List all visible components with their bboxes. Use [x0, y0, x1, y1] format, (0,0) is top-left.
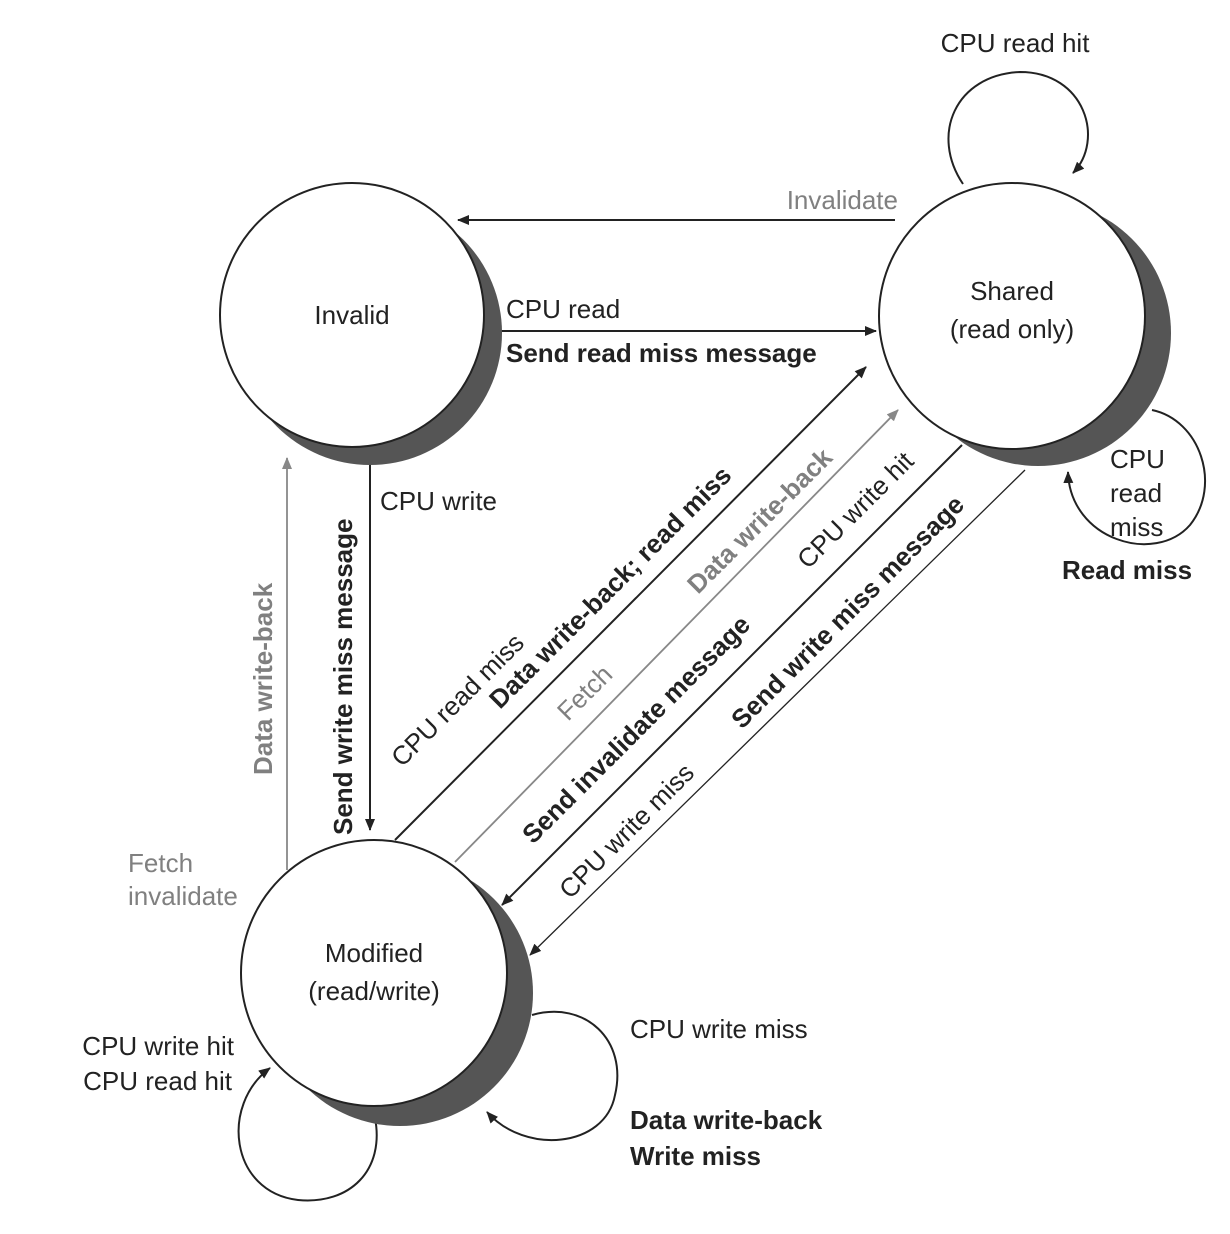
label-data-write-back-diagonal: Data write-back [681, 442, 838, 599]
label-shared-read-miss-2: read [1110, 478, 1162, 508]
label-shared-read-miss-action: Read miss [1062, 555, 1192, 585]
label-modified-self-hit-2: CPU read hit [83, 1066, 233, 1096]
loop-modified-write-hit [237, 1067, 378, 1202]
state-modified-sublabel: (read/write) [308, 976, 439, 1006]
label-invalidate: Invalidate [787, 185, 898, 215]
state-shared: Shared (read only) [878, 182, 1171, 466]
label-fetch-diagonal: Fetch [551, 659, 618, 726]
label-modified-self-hit-1: CPU write hit [82, 1031, 234, 1061]
state-modified-label: Modified [325, 938, 423, 968]
state-invalid-circle [219, 182, 485, 448]
label-fetch-invalidate-1: Fetch [128, 848, 193, 878]
state-invalid: Invalid [219, 182, 502, 465]
edge-shared-to-modified-miss [529, 469, 1026, 956]
label-shared-read-miss-3: miss [1110, 512, 1163, 542]
state-invalid-label: Invalid [314, 300, 389, 330]
label-send-write-miss-vertical: Send write miss message [328, 519, 358, 835]
edge-shared-to-modified-hit [501, 444, 963, 906]
state-modified-circle [240, 839, 508, 1107]
loop-modified-write-miss [486, 1010, 619, 1142]
label-modified-self-miss-action-2: Write miss [630, 1141, 761, 1171]
state-shared-label: Shared [970, 276, 1054, 306]
label-modified-self-miss-action-1: Data write-back [630, 1105, 823, 1135]
label-cpu-read: CPU read [506, 294, 620, 324]
loop-shared-read-miss [1063, 409, 1207, 546]
label-shared-self-hit: CPU read hit [941, 28, 1091, 58]
label-shared-read-miss-1: CPU [1110, 444, 1165, 474]
edge-modified-to-shared-fetch [454, 409, 899, 863]
state-modified: Modified (read/write) [240, 839, 533, 1126]
label-modified-self-miss-event: CPU write miss [630, 1014, 808, 1044]
state-shared-sublabel: (read only) [950, 314, 1074, 344]
label-data-write-back-vertical: Data write-back [248, 582, 278, 775]
loop-shared-read-hit [947, 70, 1089, 185]
label-fetch-invalidate-2: invalidate [128, 881, 238, 911]
label-cpu-write: CPU write [380, 486, 497, 516]
state-shared-circle [878, 182, 1146, 450]
label-send-read-miss: Send read miss message [506, 338, 817, 368]
edge-modified-to-shared [394, 366, 867, 841]
